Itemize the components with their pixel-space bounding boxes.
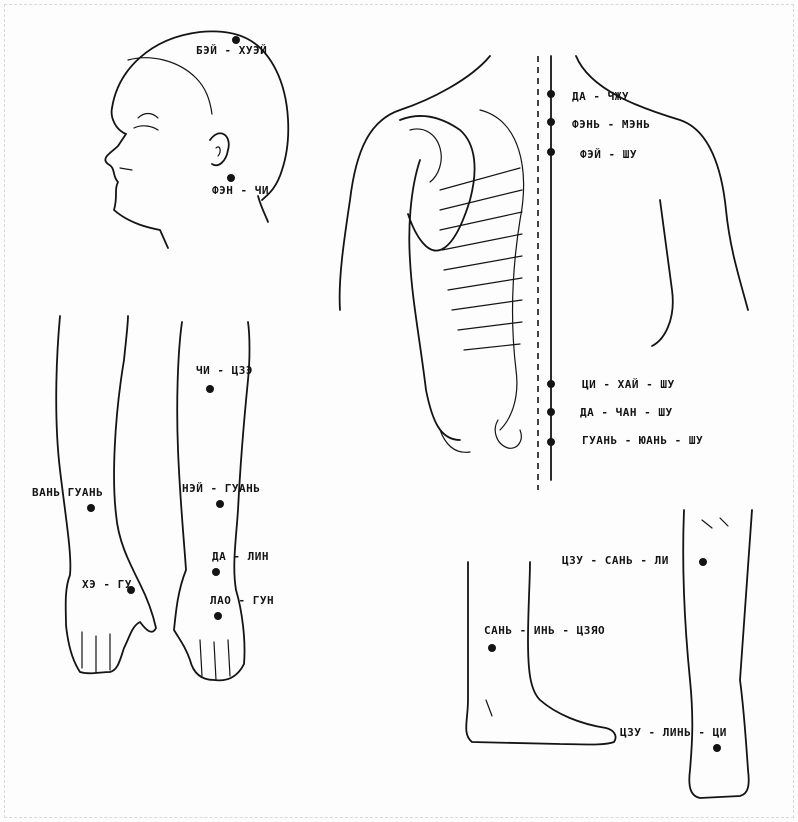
point-label-fei-shu: ФЭЙ - ШУ [580, 148, 637, 161]
point-marker-qi-hai-shu [547, 380, 555, 388]
head-drawing [105, 31, 288, 248]
point-marker-feng-men [547, 118, 555, 126]
point-marker-lao-gong [214, 612, 222, 620]
point-label-san-yin-jiao: САНЬ - ИНЬ - ЦЗЯО [484, 624, 605, 637]
point-label-zu-san-li: ЦЗУ - САНЬ - ЛИ [562, 554, 669, 567]
point-marker-da-chang-shu [547, 408, 555, 416]
point-label-feng-men: ФЭНЬ - МЭНЬ [572, 118, 650, 131]
point-label-he-gu: ХЭ - ГУ [82, 578, 132, 591]
point-label-feng-chi: ФЭН - ЧИ [212, 184, 269, 197]
point-label-da-chang-shu: ДА - ЧАН - ШУ [580, 406, 673, 419]
point-label-da-zhui: ДА - ЧЖУ [572, 90, 629, 103]
point-marker-da-zhui [547, 90, 555, 98]
point-marker-nei-guan [216, 500, 224, 508]
point-label-lao-gong: ЛАО - ГУН [210, 594, 274, 607]
point-marker-qu-chi [206, 385, 214, 393]
point-marker-guan-yuan-shu [547, 438, 555, 446]
point-marker-fei-shu [547, 148, 555, 156]
point-label-zu-lin-qi: ЦЗУ - ЛИНЬ - ЦИ [620, 726, 727, 739]
point-label-da-ling: ДА - ЛИН [212, 550, 269, 563]
point-label-nei-guan: НЭЙ - ГУАНЬ [182, 482, 260, 495]
point-marker-wai-guan [87, 504, 95, 512]
rib-lines [440, 168, 522, 350]
point-marker-san-yin-jiao [488, 644, 496, 652]
point-marker-zu-lin-qi [713, 744, 721, 752]
point-label-wai-guan: ВАНЬ ГУАНЬ [32, 486, 103, 499]
point-label-qu-chi: ЧИ - ЦЗЭ [196, 364, 253, 377]
point-marker-da-ling [212, 568, 220, 576]
left-leg-drawing [466, 562, 615, 745]
right-leg-drawing [683, 510, 752, 798]
point-marker-zu-san-li [699, 558, 707, 566]
back-drawing [340, 56, 748, 490]
point-label-guan-yuan-shu: ГУАНЬ - ЮАНЬ - ШУ [582, 434, 703, 447]
point-label-bai-hui: БЭЙ - ХУЭЙ [196, 44, 267, 57]
point-label-qi-hai-shu: ЦИ - ХАЙ - ШУ [582, 378, 675, 391]
point-marker-feng-chi [227, 174, 235, 182]
point-marker-bai-hui [232, 36, 240, 44]
